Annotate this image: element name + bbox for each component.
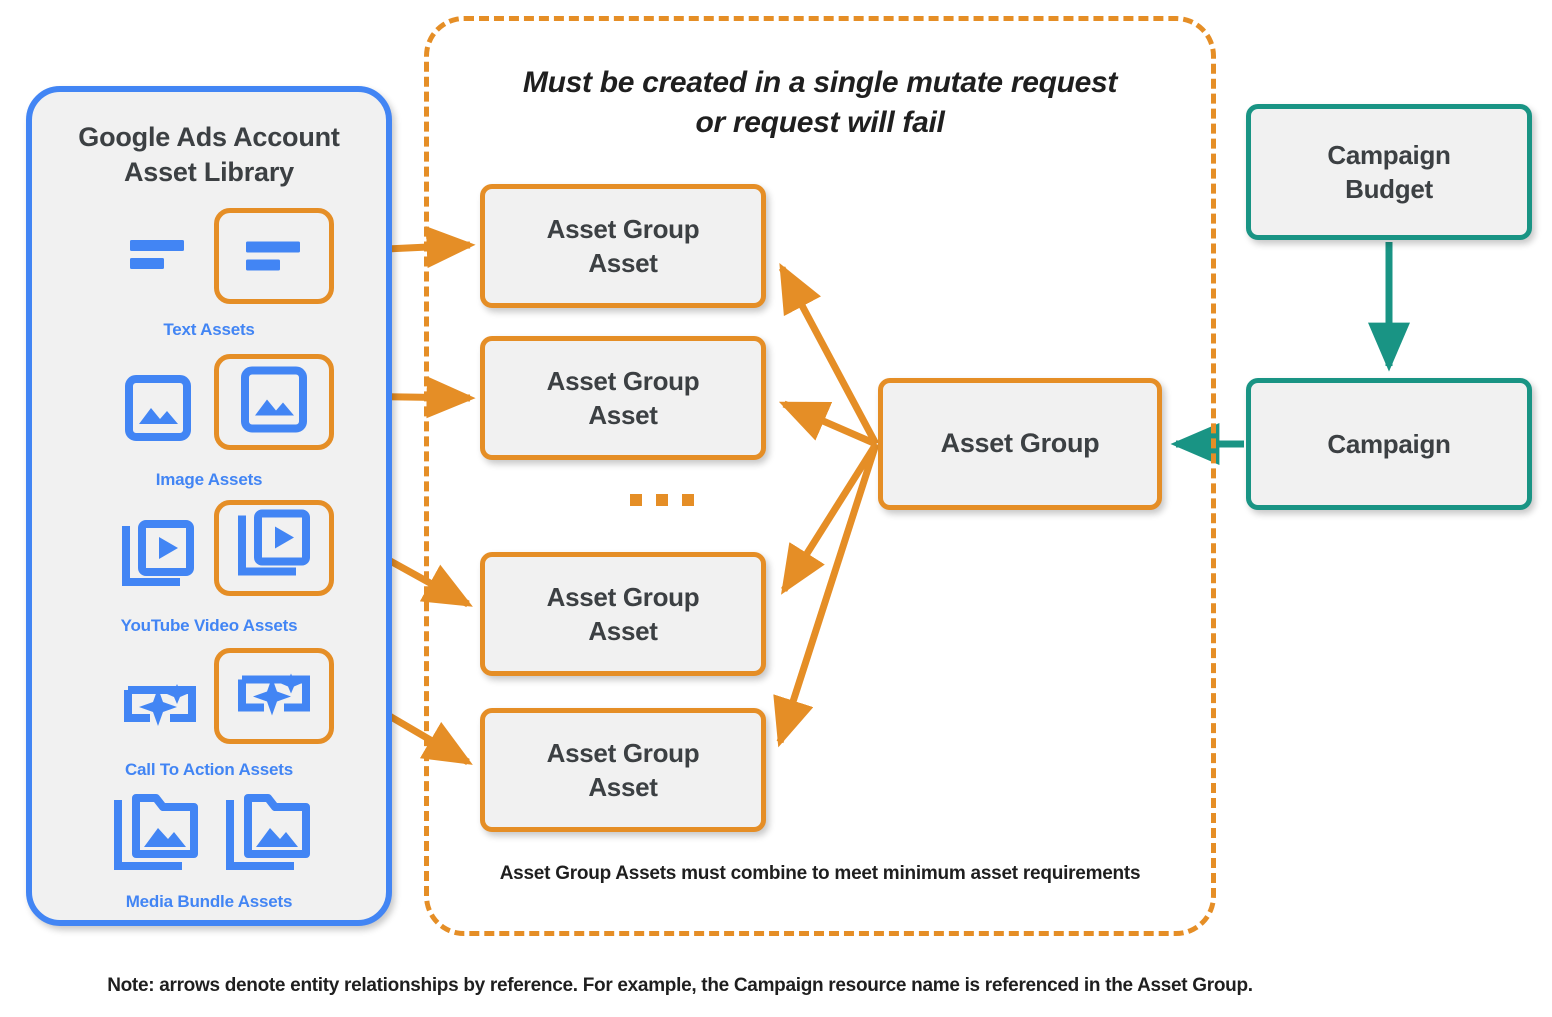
asset-caption-image: Image Assets bbox=[155, 470, 263, 489]
asset-caption-video: YouTube Video Assets bbox=[120, 616, 298, 635]
asset-row-text[interactable]: Text Assets bbox=[32, 208, 386, 339]
asset-icons-video bbox=[32, 500, 386, 610]
footer-note: Note: arrows denote entity relationships… bbox=[107, 975, 1253, 996]
text-lines-icon bbox=[240, 228, 308, 285]
video-assets-selected-box[interactable] bbox=[214, 500, 334, 596]
media-bundle-folder-icon bbox=[222, 792, 314, 883]
asset-row-image[interactable]: Image Assets bbox=[32, 354, 386, 489]
node-asset-group-asset-2[interactable]: Asset Group Asset bbox=[480, 336, 766, 460]
node-asset-group[interactable]: Asset Group bbox=[878, 378, 1162, 510]
mutate-request-container: Must be created in a single mutate reque… bbox=[424, 16, 1216, 936]
asset-row-video[interactable]: YouTube Video Assets bbox=[32, 500, 386, 635]
mutate-request-note: Must be created in a single mutate reque… bbox=[522, 66, 1118, 139]
asset-icons-media-bundle bbox=[32, 792, 386, 892]
image-icon bbox=[240, 366, 308, 439]
asset-row-cta[interactable]: Call To Action Assets bbox=[32, 648, 386, 779]
cta-sparkle-icon bbox=[234, 666, 314, 727]
cta-sparkle-icon bbox=[120, 676, 200, 737]
node-asset-group-asset-4[interactable]: Asset Group Asset bbox=[480, 708, 766, 832]
text-lines-icon bbox=[124, 222, 192, 279]
asset-library-panel: Google Ads Account Asset Library bbox=[26, 86, 392, 926]
node-asset-group-asset-1[interactable]: Asset Group Asset bbox=[480, 184, 766, 308]
asset-icons-image bbox=[32, 354, 386, 464]
ellipsis-dot bbox=[630, 494, 642, 506]
video-stack-icon bbox=[120, 520, 196, 597]
asset-icons-text bbox=[32, 208, 386, 318]
node-asset-group-asset-3[interactable]: Asset Group Asset bbox=[480, 552, 766, 676]
asset-icons-cta bbox=[32, 648, 386, 758]
node-campaign-budget[interactable]: Campaign Budget bbox=[1246, 104, 1532, 240]
cta-assets-selected-box[interactable] bbox=[214, 648, 334, 744]
node-campaign[interactable]: Campaign bbox=[1246, 378, 1532, 510]
video-stack-icon bbox=[236, 509, 312, 587]
ellipsis-dot bbox=[656, 494, 668, 506]
asset-library-title: Google Ads Account Asset Library bbox=[78, 122, 340, 187]
asset-row-media-bundle[interactable]: Media Bundle Assets bbox=[32, 792, 386, 911]
media-bundle-folder-icon bbox=[110, 792, 202, 883]
text-assets-selected-box[interactable] bbox=[214, 208, 334, 304]
asset-caption-text: Text Assets bbox=[163, 320, 255, 339]
image-icon bbox=[124, 374, 192, 447]
asset-caption-cta: Call To Action Assets bbox=[124, 760, 294, 779]
minimum-asset-requirements-note: Asset Group Assets must combine to meet … bbox=[499, 863, 1141, 884]
ellipsis-icon bbox=[630, 494, 694, 506]
ellipsis-dot bbox=[682, 494, 694, 506]
asset-caption-media-bundle: Media Bundle Assets bbox=[125, 892, 293, 911]
image-assets-selected-box[interactable] bbox=[214, 354, 334, 450]
